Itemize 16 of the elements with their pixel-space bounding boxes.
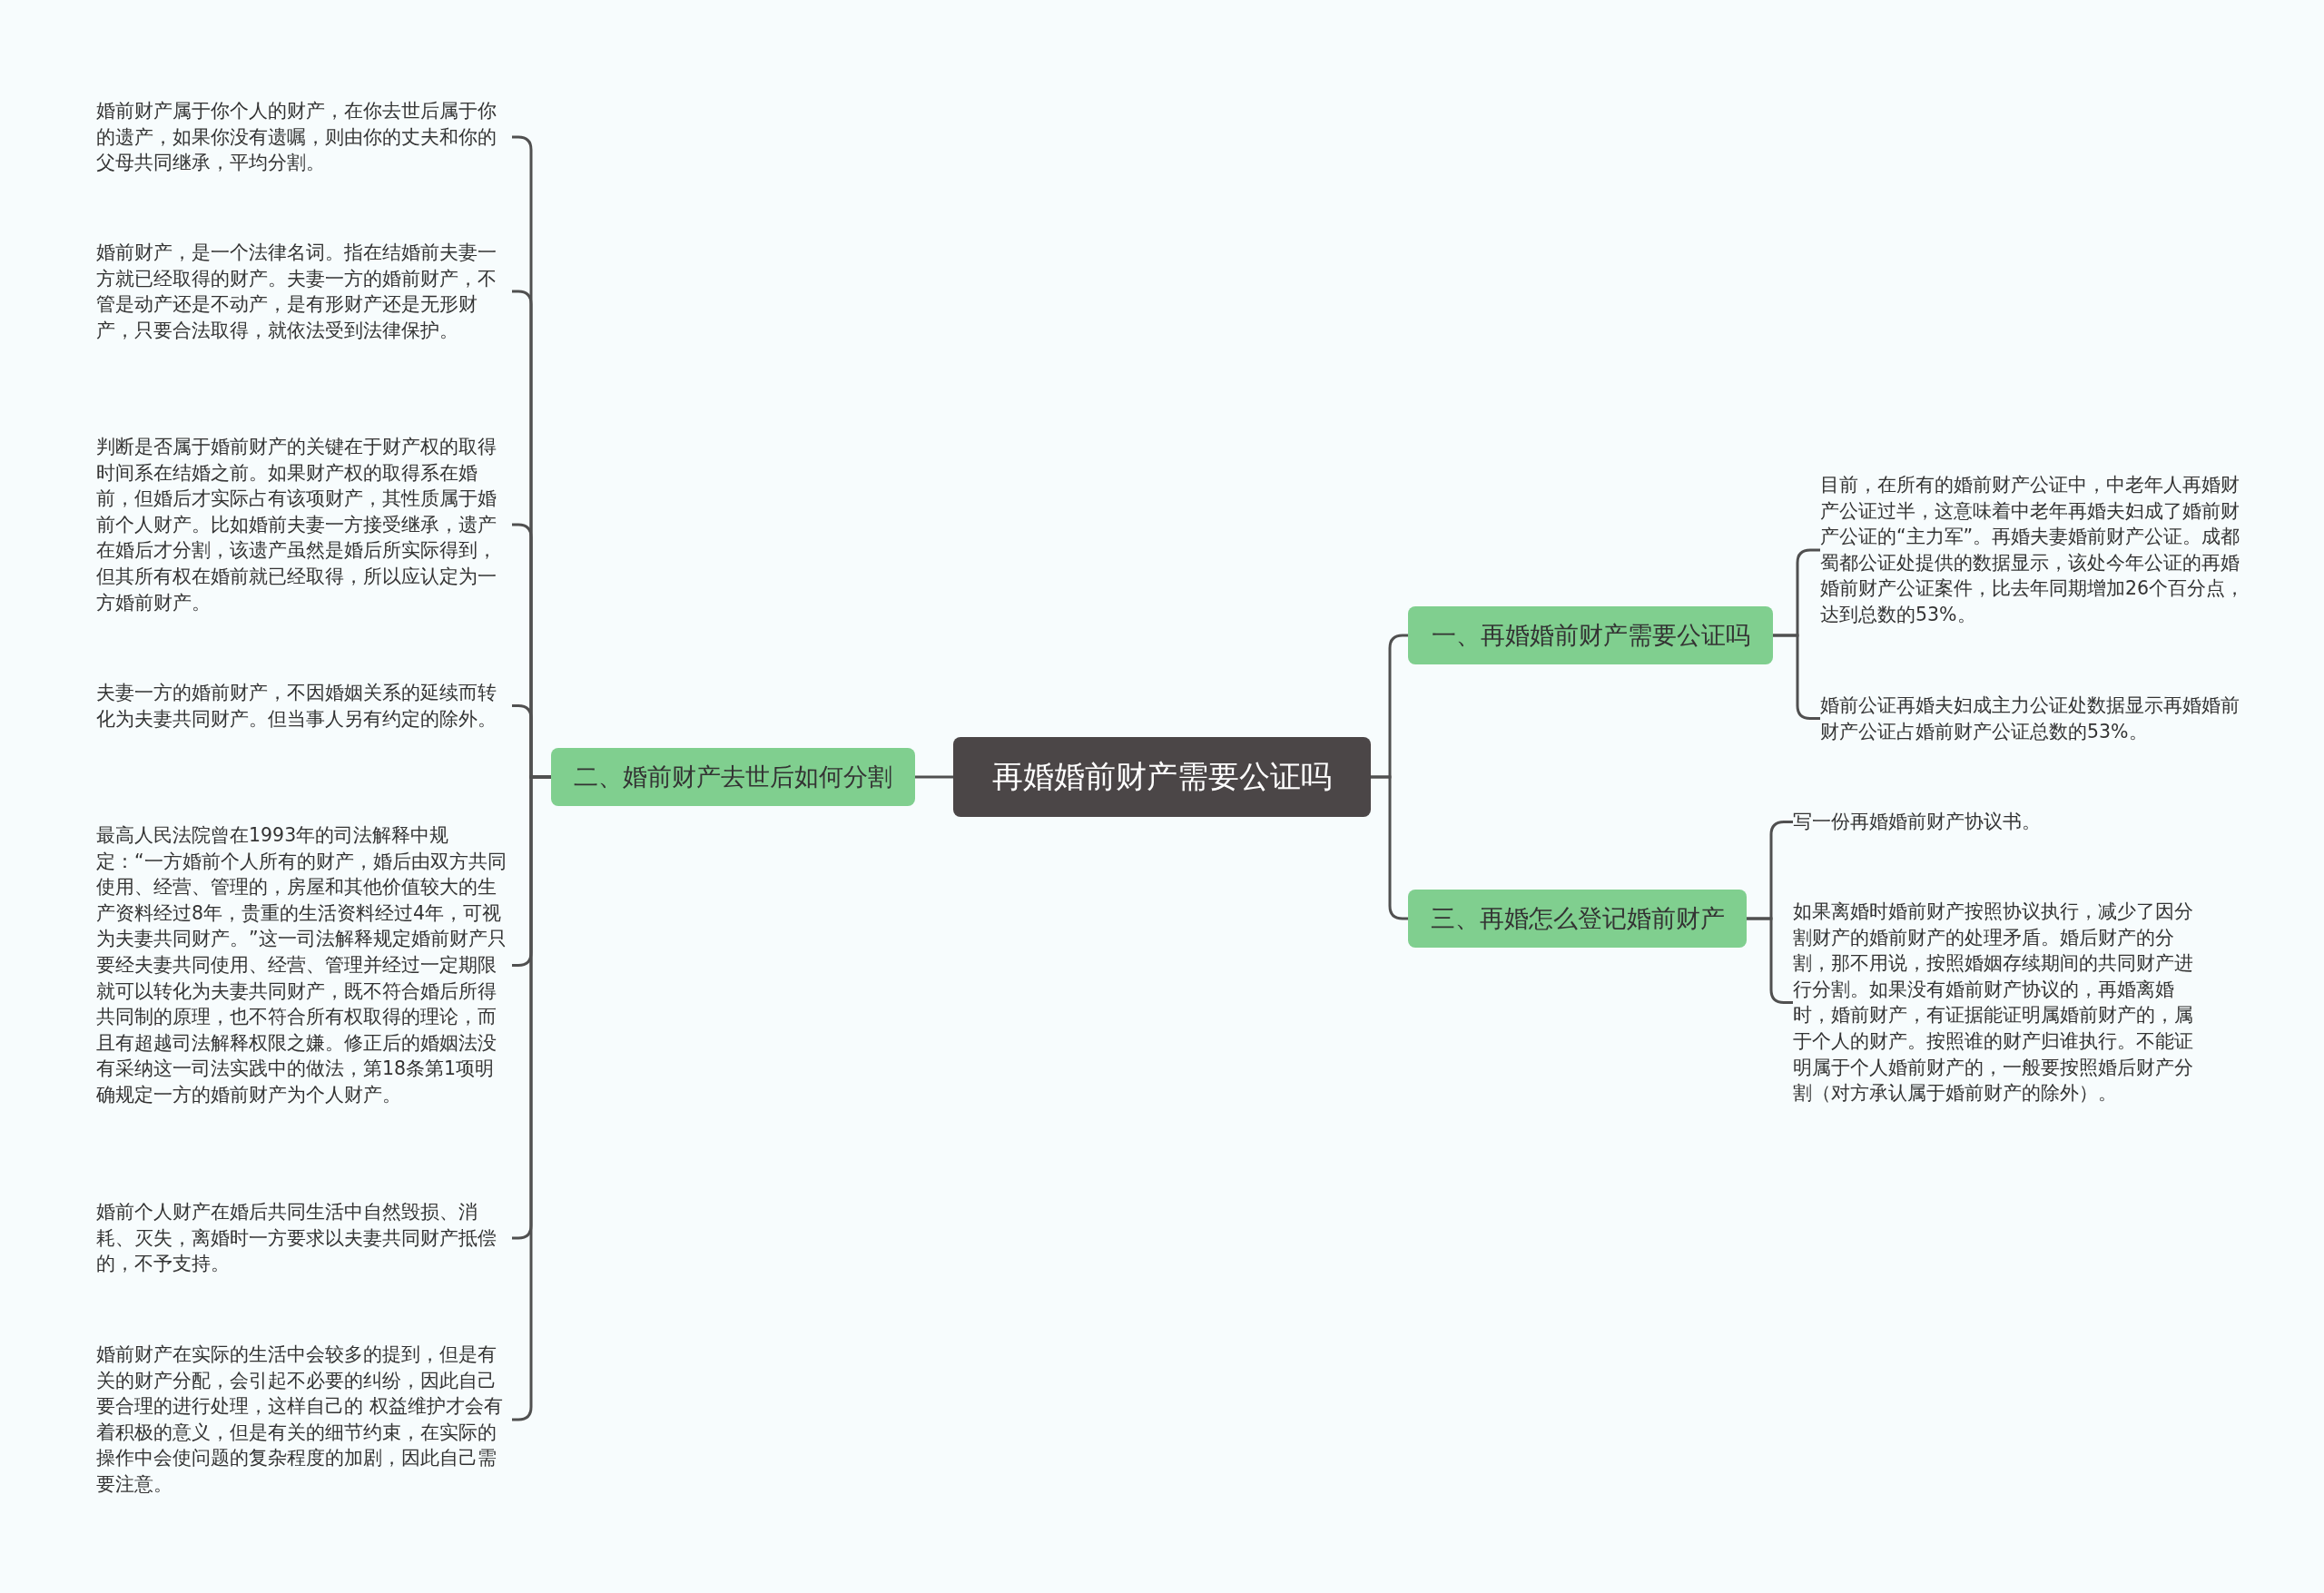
note-text: 夫妻一方的婚前财产，不因婚姻关系的延续而转化为夫妻共同财产。但当事人另有约定的除外。 (96, 680, 512, 733)
note-text: 婚前个人财产在婚后共同生活中自然毁损、消耗、灭失，离婚时一方要求以夫妻共同财产抵偿的，不予支持。 (96, 1199, 512, 1277)
branch-topic-box: 二、婚前财产去世后如何分割 (551, 748, 915, 806)
note-text: 婚前财产，是一个法律名词。指在结婚前夫妻一方就已经取得的财产。夫妻一方的婚前财产，不管是动产还是不动产，是有形财产还是无形财产，只要合法取得，就依法受到法律保护。 (96, 240, 512, 344)
note-text: 如果离婚时婚前财产按照协议执行，减少了因分割财产的婚前财产的处理矛盾。婚后财产的分割，那不用说，按照婚姻存续期间的共同财产进行分割。如果没有婚前财产协议的，再婚离婚时，婚前财产，有证据能证明属婚前财产的，属于个人的财产。按照谁的财产归谁执行。不能证明属于个人婚前财产的，一般要按照婚后财产分割（对方承认属于婚前财产的除外）。 (1793, 899, 2201, 1106)
note-text: 写一份再婚婚前财产协议书。 (1793, 809, 2220, 835)
note-text: 目前，在所有的婚前财产公证中，中老年人再婚财产公证过半，这意味着中老年再婚夫妇成了婚前财产公证的“主力军”。再婚夫妻婚前财产公证。成都蜀都公证处提供的数据显示，该处今年公证的再婚婚前财产公证案件，比去年同期增加26个百分点，达到总数的53%。 (1820, 472, 2247, 628)
connector-line (915, 775, 953, 779)
note-text: 婚前公证再婚夫妇成主力公证处数据显示再婚婚前财产公证占婚前财产公证总数的53%。 (1820, 693, 2247, 745)
note-text: 婚前财产在实际的生活中会较多的提到，但是有关的财产分配，会引起不必要的纠纷，因此自己要合理的进行处理，这样自己的 权益维护才会有着积极的意义，但是有关的细节约束，在实际的操作中会使问题的复杂程度的加剧，因此自己需要注意。 (96, 1342, 512, 1498)
note-text: 婚前财产属于你个人的财产，在你去世后属于你的遗产，如果你没有遗嘱，则由你的丈夫和你的父母共同继承，平均分割。 (96, 98, 512, 176)
central-topic-box: 再婚婚前财产需要公证吗 (953, 737, 1371, 817)
note-text: 判断是否属于婚前财产的关键在于财产权的取得时间系在结婚之前。如果财产权的取得系在婚前，但婚后才实际占有该项财产，其性质属于婚前个人财产。比如婚前夫妻一方接受继承，遗产在婚后才分割，该遗产虽然是婚后所实际得到，但其所有权在婚前就已经取得，所以应认定为一方婚前财产。 (96, 434, 512, 616)
note-text: 最高人民法院曾在1993年的司法解释中规定：“一方婚前个人所有的财产，婚后由双方共同使用、经营、管理的，房屋和其他价值较大的生产资料经过8年，贵重的生活资料经过4年，可视为夫妻共同财产。”这一司法解释规定婚前财产只要经夫妻共同使用、经营、管理并经过一定期限就可以转化为夫妻共同财产，既不符合婚后所得共同制的原理，也不符合所有权取得的理论，而且有超越司法解释权限之嫌。修正后的婚姻法没有采纳这一司法实践中的做法，第18条第1项明确规定一方的婚前财产为个人财产。 (96, 822, 512, 1108)
branch-topic-box: 三、再婚怎么登记婚前财产 (1408, 890, 1747, 948)
branch-topic-box: 一、再婚婚前财产需要公证吗 (1408, 606, 1773, 664)
